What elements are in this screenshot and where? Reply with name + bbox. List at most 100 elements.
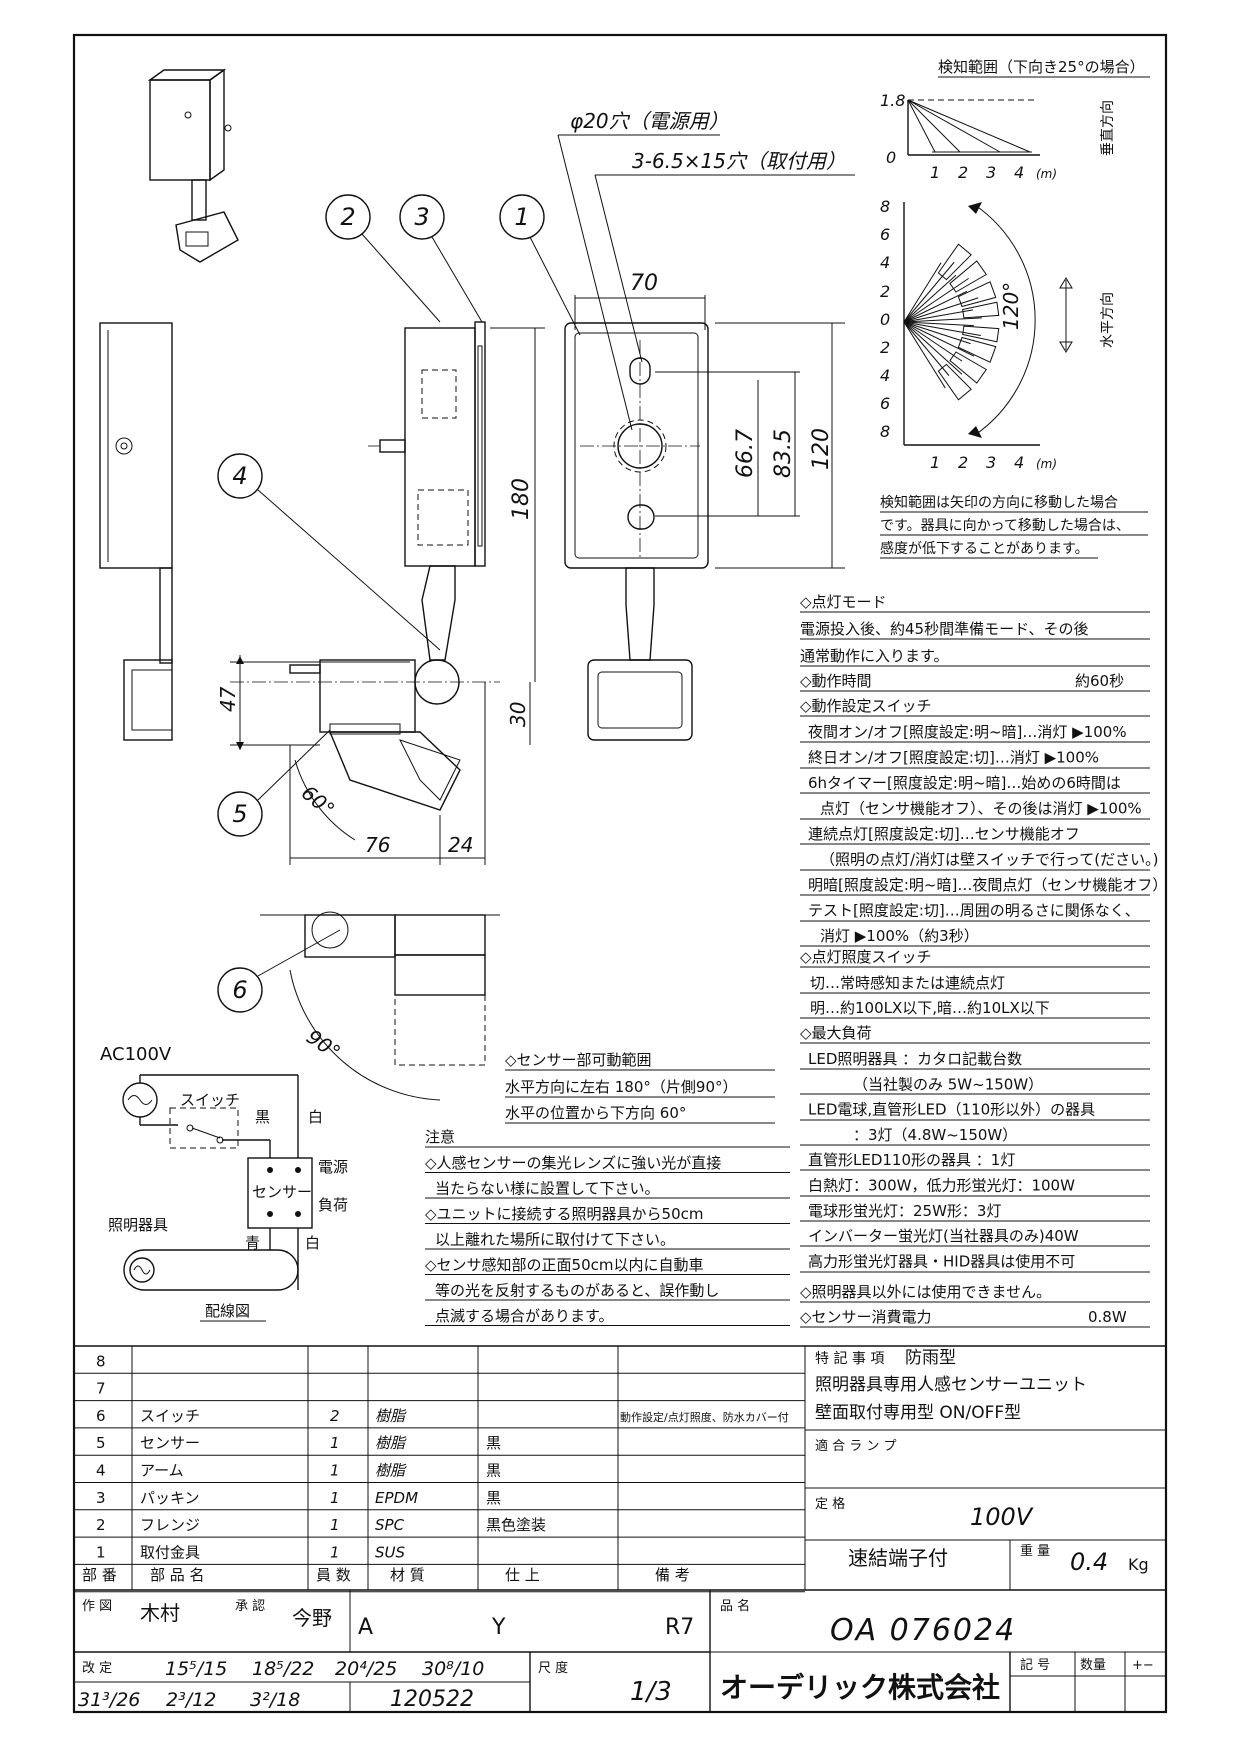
- fan-ray: [903, 321, 946, 389]
- fan-zone: [949, 260, 987, 293]
- hdr-no: 部 番: [82, 1566, 117, 1584]
- part-no: 2: [96, 1516, 106, 1534]
- special-value: 防雨型: [905, 1348, 956, 1368]
- angle-90: 90°: [302, 1024, 345, 1064]
- scale-heading: 尺 度: [538, 1660, 568, 1676]
- rev-date-7: 3²/18: [250, 1689, 300, 1711]
- rev-date-6: 2³/12: [166, 1689, 216, 1711]
- illum-line-2: 明…約100LX以下,暗…約10LX以下: [810, 999, 1050, 1017]
- loadLines-line: 高力形蛍光灯器具・HID器具は使用不可: [808, 1252, 1075, 1270]
- range-note-1: 検知範囲は矢印の方向に移動した場合: [880, 494, 1118, 511]
- h-tick-2: 4: [880, 253, 890, 272]
- switchLines-line: 終日オン/オフ[照度設定:切]…消灯 ▶100%: [808, 749, 1099, 767]
- weight-unit: Kg: [1128, 1555, 1149, 1574]
- cautionLines-line: ◇ユニットに接続する照明器具から50cm: [425, 1205, 703, 1223]
- part-qty: 1: [330, 1543, 340, 1561]
- part-finish: 黒: [486, 1489, 501, 1507]
- caution-heading: 注意: [425, 1128, 455, 1146]
- side-view-left: [99, 322, 173, 741]
- dim-83-5: 83.5: [771, 429, 796, 478]
- rev-date-1: 15⁵/15: [165, 1658, 227, 1680]
- part-name: アーム: [140, 1462, 184, 1480]
- hole-mount-label: 3-6.5×15穴（取付用）: [632, 149, 846, 173]
- ac-label: AC100V: [100, 1044, 172, 1065]
- op-time-heading: ◇動作時間: [800, 672, 872, 690]
- loadLines-line: 白熱灯：300W，低力形蛍光灯：100W: [808, 1177, 1075, 1195]
- switchLines-line: 連続点灯[照度設定:切]…センサ機能オフ: [808, 825, 1080, 843]
- part-qty: 1: [330, 1489, 340, 1507]
- dim-180: 180: [509, 478, 534, 520]
- rev-date-5: 31³/26: [78, 1689, 140, 1711]
- part-note: 動作設定/点灯照度、防水カバー付: [620, 1410, 789, 1424]
- fan-ray: [903, 321, 963, 375]
- scale-value: 1/3: [630, 1677, 672, 1707]
- v-x-tick-3: 3: [986, 163, 996, 182]
- mark-heading: 記 号: [1020, 1657, 1050, 1673]
- fan-ray: [903, 321, 974, 327]
- h-tick-7: 6: [880, 394, 890, 413]
- movable-heading: ◇センサー部可動範囲: [505, 1051, 652, 1069]
- loadLines-line: （当社製のみ 5W~150W）: [853, 1075, 1043, 1093]
- dim-70: 70: [630, 271, 658, 296]
- cautionLines-line: 以上離れた場所に取付けて下さい。: [435, 1231, 675, 1249]
- front-view: 70 120 83.5 66.7 φ20穴（電源用） 3-6.5×15穴（取付用…: [557, 109, 855, 741]
- fan-ray: [903, 321, 971, 345]
- hdr-name: 部 品 名: [150, 1566, 205, 1584]
- hdr-note: 備 考: [655, 1566, 690, 1584]
- fan-ray: [903, 290, 968, 323]
- mechanical-drawing: 47 30 180 76 24 60°: [99, 68, 855, 1101]
- h-x-tick-1: 1: [930, 453, 940, 472]
- rev-date-3: 20⁴/25: [335, 1658, 397, 1680]
- loadLines-line: ：3灯（4.8W~150W）: [853, 1126, 1017, 1144]
- balloon-2: 2: [340, 203, 355, 231]
- fan-ray: [903, 321, 981, 337]
- balloon-3: 3: [414, 203, 429, 231]
- revise-heading: 改 定: [82, 1661, 112, 1676]
- dim-30: 30: [506, 702, 530, 727]
- wire-white-2: 白: [305, 1234, 320, 1252]
- wire-blue: 青: [245, 1234, 260, 1252]
- hdr-qty: 員 数: [316, 1566, 351, 1584]
- part-qty: 1: [330, 1516, 340, 1534]
- illum-line-1: 切…常時感知または連続点灯: [810, 974, 1005, 992]
- part-name: パッキン: [140, 1489, 200, 1507]
- v-x-unit: (m): [1036, 167, 1057, 181]
- load-heading: ◇最大負荷: [800, 1024, 872, 1042]
- special-heading: 特 記 事 項: [815, 1350, 884, 1367]
- balloon-6: 6: [232, 976, 247, 1004]
- loadLines-line: 直管形LED110形の器具 ：1灯: [808, 1151, 1015, 1169]
- part-mat: 樹脂: [375, 1407, 407, 1425]
- loadLines-line: LED照明器具 ：カタロ記載台数: [808, 1050, 1022, 1068]
- movable-line-2: 水平の位置から下方向 60°: [505, 1104, 686, 1122]
- hdr-finish: 仕 上: [505, 1566, 540, 1584]
- h-x-tick-4: 4: [1014, 453, 1024, 472]
- h-tick-3: 2: [880, 282, 890, 301]
- switchLines-line: テスト[照度設定:切]…周囲の明るさに関係なく、: [808, 902, 1140, 920]
- part-qty: 1: [330, 1462, 340, 1480]
- dim-66-7: 66.7: [733, 429, 758, 478]
- spec-notes: ◇点灯モード 電源投入後、約45秒間準備モード、その後 通常動作に入ります。 ◇…: [800, 593, 1167, 1328]
- part-finish: 黒色塗装: [486, 1516, 546, 1534]
- illum-heading: ◇点灯照度スイッチ: [800, 948, 932, 966]
- cautionLines-line: ◇人感センサーの集光レンズに強い光が直接: [425, 1154, 721, 1172]
- part-no: 7: [96, 1380, 106, 1398]
- switchLines-line: （照明の点灯/消灯は壁スイッチで行って(ださい。): [820, 851, 1159, 869]
- power-label: 電源: [318, 1158, 348, 1176]
- v-x-tick-2: 2: [958, 163, 968, 182]
- isometric-sketch: [147, 68, 239, 263]
- rev-r: R7: [665, 1615, 694, 1640]
- fixture-label: 照明器具: [108, 1216, 168, 1234]
- switchLines-line: 点灯（センサ機能オフ）、その後は消灯 ▶100%: [820, 800, 1142, 818]
- op-time-value: 約60秒: [1075, 672, 1124, 690]
- part-no: 4: [96, 1462, 106, 1480]
- cautionLines-line: ◇センサ感知部の正面50cm以内に自動車: [425, 1256, 703, 1274]
- approved-heading: 承 認: [235, 1598, 265, 1614]
- fan-ray: [903, 274, 957, 323]
- lighting-mode-line-2: 通常動作に入ります。: [800, 647, 949, 665]
- switchLines-line: 6hタイマー[照度設定:明~暗]…始めの6時間は: [808, 774, 1121, 792]
- hdr-mat: 材 質: [390, 1566, 425, 1584]
- balloon-5: 5: [232, 800, 247, 828]
- h-tick-4: 0: [880, 310, 890, 329]
- part-mat: SUS: [375, 1543, 406, 1561]
